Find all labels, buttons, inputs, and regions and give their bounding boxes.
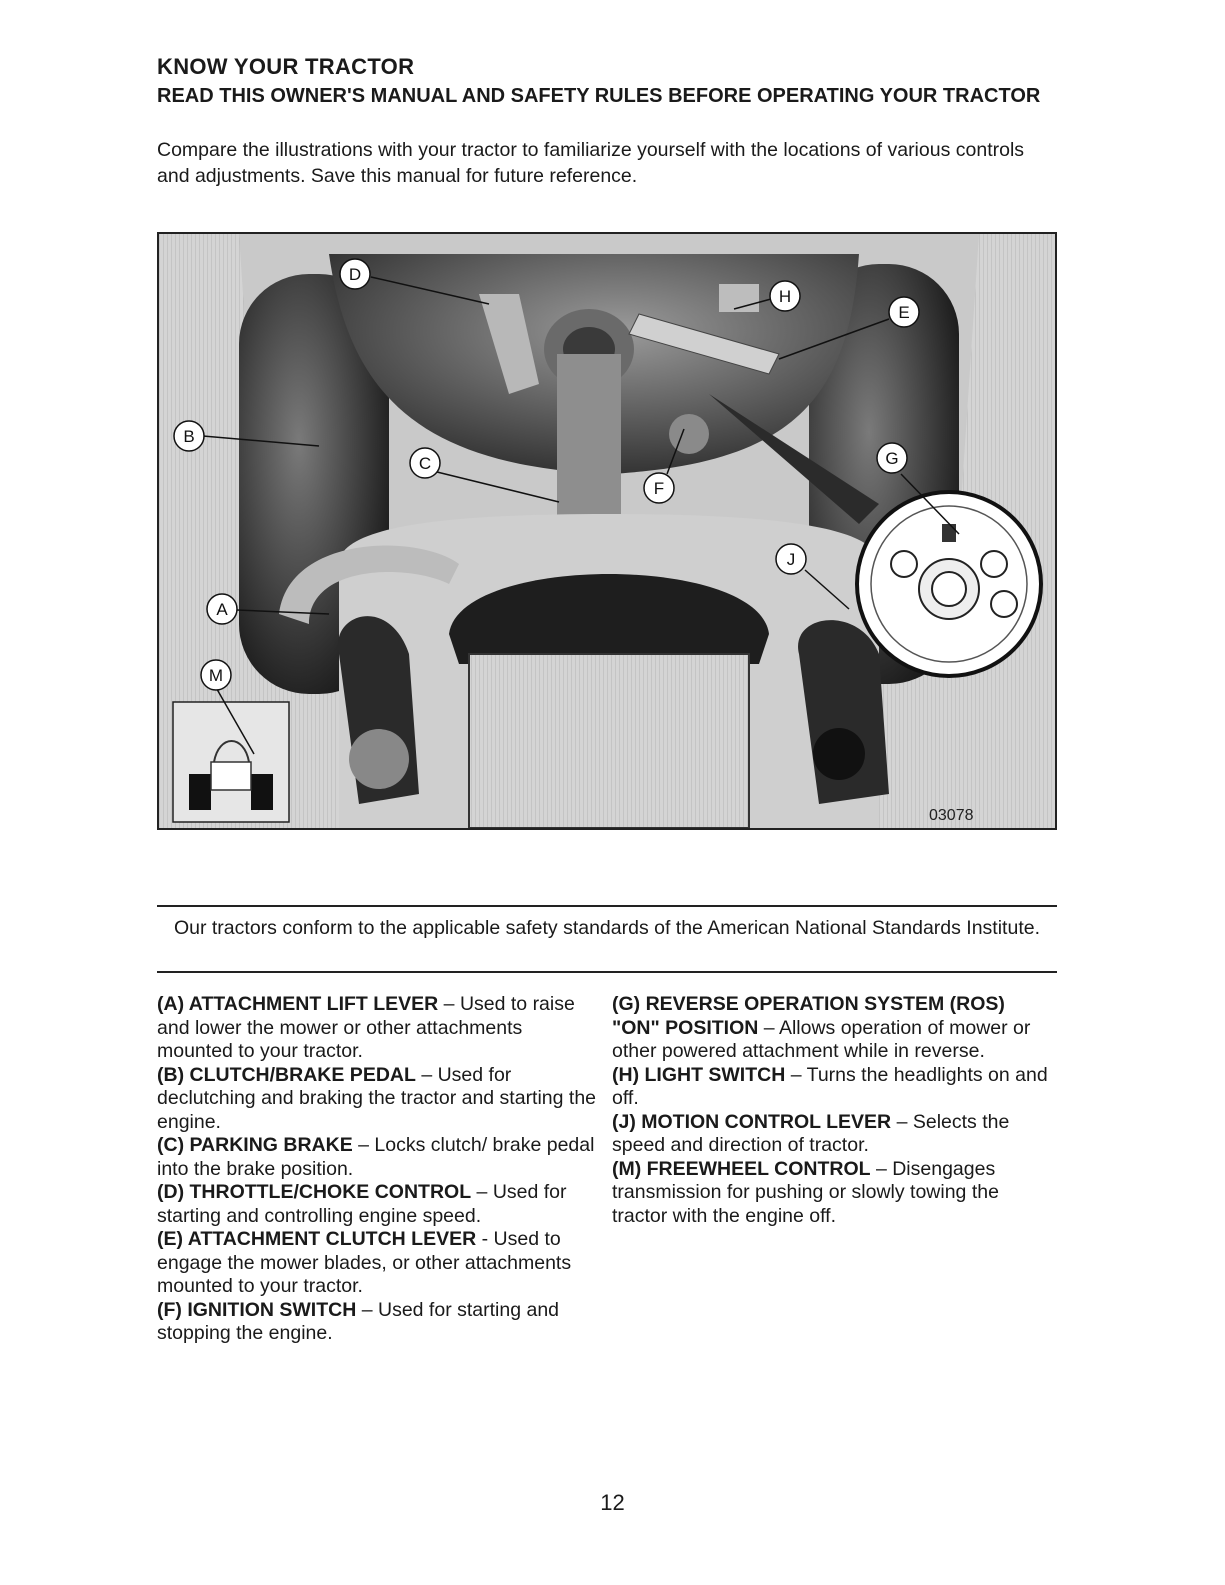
standards-notice: Our tractors conform to the applicable s… [173,917,1041,939]
callout-E: E [888,296,920,328]
descriptions-right-column: (G) REVERSE OPERATION SYSTEM (ROS) "ON" … [612,993,1052,1228]
description-term: (E) ATTACHMENT CLUTCH LEVER [157,1228,477,1250]
description-text: – Used for declutching and braking the t… [157,1063,597,1133]
callout-G: G [876,442,908,474]
svg-text:C: C [419,454,431,473]
svg-text:E: E [898,303,909,322]
svg-text:D: D [349,265,361,284]
description-term: (G) REVERSE OPERATION SYSTEM (ROS) "ON" … [612,993,1005,1039]
description-text: – Turns the headlights on and off. [612,1063,1048,1110]
description-term: (B) CLUTCH/BRAKE PEDAL [157,1063,416,1086]
description-text: – Allows operation of mower or other pow… [612,1016,1031,1063]
page-subtitle: READ THIS OWNER'S MANUAL AND SAFETY RULE… [157,85,1041,107]
callout-C: C [409,447,441,479]
description-item: (M) FREEWHEEL CONTROL – Disengages trans… [612,1158,1052,1229]
divider-top [157,905,1057,907]
description-item: (F) IGNITION SWITCH – Used for starting … [157,1299,597,1346]
callout-A: A [206,593,238,625]
description-term: (A) ATTACHMENT LIFT LEVER [157,993,439,1015]
description-item: (H) LIGHT SWITCH – Turns the headlights … [612,1064,1052,1111]
tractor-illustration: D H E B C G F J [157,232,1057,830]
callout-F: F [643,472,675,504]
intro-paragraph: Compare the illustrations with your trac… [157,139,1025,187]
descriptions-left-column: (A) ATTACHMENT LIFT LEVER – Used to rais… [157,993,597,1346]
description-item: (D) THROTTLE/CHOKE CONTROL – Used for st… [157,1181,597,1228]
description-text: – Used for starting and controlling engi… [157,1181,567,1227]
description-item: (C) PARKING BRAKE – Locks clutch/ brake … [157,1134,597,1181]
description-term: (C) PARKING BRAKE [157,1134,353,1156]
svg-text:G: G [885,449,898,468]
svg-text:J: J [787,550,796,569]
description-text: - Used to engage the mower blades, or ot… [157,1228,572,1297]
description-text: – Used to raise and lower the mower or o… [157,993,575,1062]
svg-text:M: M [209,666,223,685]
description-text: – Used for starting and stopping the eng… [157,1298,560,1345]
description-term: (J) MOTION CONTROL LEVER [612,1110,892,1133]
callout-J: J [775,543,807,575]
description-term: (M) FREEWHEEL CONTROL [612,1157,871,1180]
svg-text:F: F [654,479,664,498]
callout-B: B [173,420,205,452]
description-item: (G) REVERSE OPERATION SYSTEM (ROS) "ON" … [612,993,1052,1064]
description-term: (F) IGNITION SWITCH [157,1298,357,1321]
ignition-switch-detail [855,490,1043,678]
description-text: – Disengages transmission for pushing or… [612,1157,999,1227]
description-item: (E) ATTACHMENT CLUTCH LEVER - Used to en… [157,1228,597,1299]
callout-D: D [339,258,371,290]
svg-text:A: A [216,600,228,619]
description-term: (D) THROTTLE/CHOKE CONTROL [157,1181,472,1203]
description-term: (H) LIGHT SWITCH [612,1063,786,1086]
description-item: (A) ATTACHMENT LIFT LEVER – Used to rais… [157,993,597,1064]
page-title: KNOW YOUR TRACTOR [157,54,415,79]
callout-M: M [200,659,232,691]
page-number: 12 [600,1490,625,1515]
description-text: – Locks clutch/ brake pedal into the bra… [157,1134,595,1180]
callout-leaders [202,276,960,755]
svg-text:B: B [183,427,194,446]
description-text: – Selects the speed and direction of tra… [612,1110,1010,1157]
divider-bottom [157,971,1057,973]
tractor-drawing: D H E B C G F J [159,234,1055,828]
freewheel-inset [172,701,290,823]
callout-H: H [769,280,801,312]
figure-code: 03078 [929,807,974,824]
description-item: (B) CLUTCH/BRAKE PEDAL – Used for declut… [157,1064,597,1135]
description-item: (J) MOTION CONTROL LEVER – Selects the s… [612,1111,1052,1158]
svg-text:H: H [779,287,791,306]
